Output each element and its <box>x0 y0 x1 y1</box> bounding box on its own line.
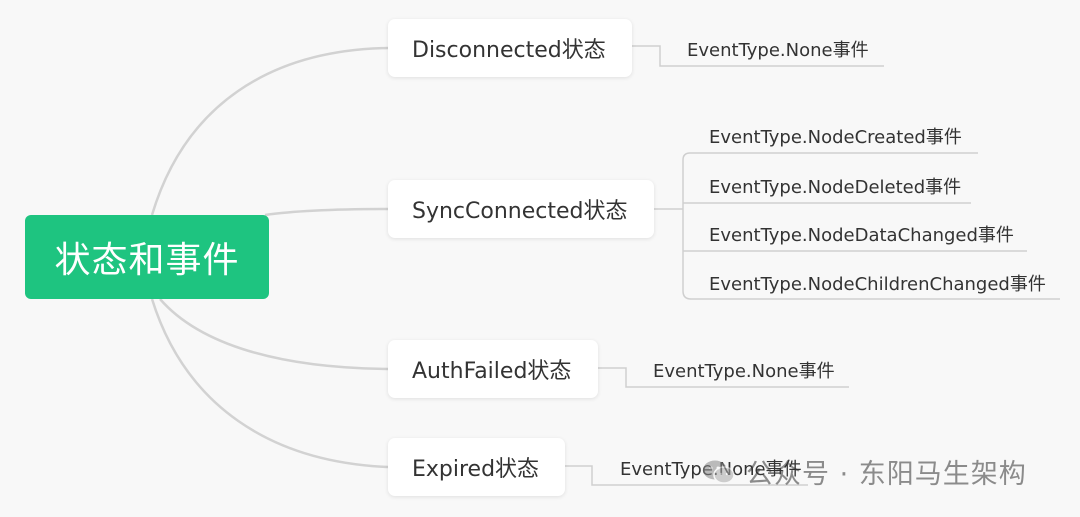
connector-expired-leaf <box>565 465 808 486</box>
connector-disconnected-leaf <box>632 45 884 67</box>
watermark-text: 公众号 · 东阳马生架构 <box>746 459 1027 490</box>
connector-root-expired <box>150 298 389 469</box>
state-node-expired[interactable]: Expired状态 <box>388 438 565 496</box>
event-leaf-disconnected-none[interactable]: EventType.None事件 <box>687 40 869 61</box>
connector-root-syncconnected <box>264 207 389 217</box>
state-node-authfailed[interactable]: AuthFailed状态 <box>388 340 598 398</box>
event-leaf-nodecreated[interactable]: EventType.NodeCreated事件 <box>709 127 962 148</box>
connector-authfailed-leaf <box>598 367 849 388</box>
state-node-disconnected[interactable]: Disconnected状态 <box>388 19 632 77</box>
event-leaf-nodedatachanged[interactable]: EventType.NodeDataChanged事件 <box>709 225 1014 246</box>
connector-root-disconnected <box>150 46 389 216</box>
connector-sync-bracket <box>682 160 692 300</box>
event-leaf-authfailed-none[interactable]: EventType.None事件 <box>653 361 835 382</box>
connector-sync-leaf-1 <box>682 152 978 161</box>
event-leaf-nodechildrenchanged[interactable]: EventType.NodeChildrenChanged事件 <box>709 274 1046 295</box>
wechat-icon <box>703 460 735 484</box>
state-node-syncconnected[interactable]: SyncConnected状态 <box>388 180 654 238</box>
event-leaf-nodedeleted[interactable]: EventType.NodeDeleted事件 <box>709 177 962 198</box>
watermark: 公众号 · 东阳马生架构 <box>702 452 1027 491</box>
connector-root-authfailed <box>159 298 389 371</box>
root-node[interactable]: 状态和事件 <box>25 215 269 299</box>
